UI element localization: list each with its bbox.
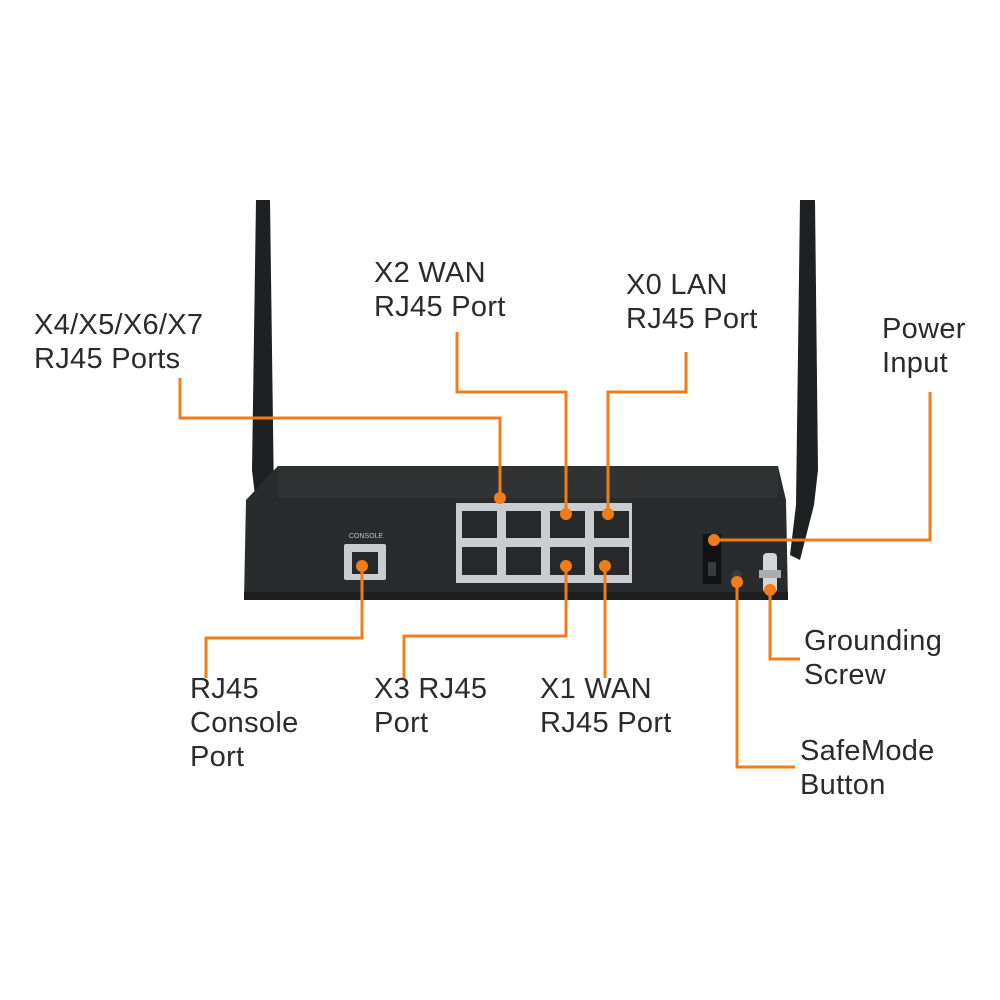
label-grounding-line1: Grounding bbox=[804, 625, 943, 657]
label-x0-lan-line2: RJ45 Port bbox=[626, 303, 758, 335]
label-console-line3: Port bbox=[190, 741, 245, 773]
label-x4-x7-line1: X4/X5/X6/X7 bbox=[34, 309, 204, 341]
leader-lines bbox=[178, 332, 932, 769]
port-x7 bbox=[462, 511, 497, 538]
left-antenna bbox=[252, 200, 282, 540]
label-power-line2: Input bbox=[882, 347, 948, 379]
label-x4-x7-ports: X4/X5/X6/X7 RJ45 Ports bbox=[34, 308, 203, 376]
leader-console bbox=[204, 566, 364, 678]
label-grounding-line2: Screw bbox=[804, 659, 887, 691]
dot-x2-wan bbox=[560, 508, 572, 520]
dot-x3 bbox=[560, 560, 572, 572]
leader-grounding bbox=[768, 590, 800, 661]
dot-x1-wan bbox=[599, 560, 611, 572]
label-x3-line2: Port bbox=[374, 707, 429, 739]
label-grounding-screw: Grounding Screw bbox=[804, 624, 942, 692]
grounding-screw-nut bbox=[759, 570, 781, 578]
leader-safemode bbox=[735, 582, 795, 769]
label-x1-wan: X1 WAN RJ45 Port bbox=[540, 672, 672, 740]
label-x1-wan-line1: X1 WAN bbox=[540, 673, 652, 705]
label-x2-wan: X2 WAN RJ45 Port bbox=[374, 256, 506, 324]
port-x1 bbox=[594, 547, 629, 575]
label-x1-wan-line2: RJ45 Port bbox=[540, 707, 672, 739]
leader-power bbox=[714, 392, 932, 542]
label-safemode-line2: Button bbox=[800, 769, 886, 801]
label-power-input: Power Input bbox=[882, 312, 966, 380]
leader-x4-x7 bbox=[178, 378, 502, 498]
label-x2-wan-line1: X2 WAN bbox=[374, 257, 486, 289]
dot-x4-x7 bbox=[494, 492, 506, 504]
right-antenna bbox=[790, 200, 818, 560]
port-x6 bbox=[462, 547, 497, 575]
label-x3-port: X3 RJ45 Port bbox=[374, 672, 487, 740]
dot-safemode bbox=[731, 576, 743, 588]
leader-x2-wan bbox=[455, 332, 568, 514]
dot-grounding bbox=[764, 584, 776, 596]
label-x3-line1: X3 RJ45 bbox=[374, 673, 488, 705]
label-console-line1: RJ45 bbox=[190, 673, 259, 705]
label-safemode-line1: SafeMode bbox=[800, 735, 935, 767]
device-top-edge bbox=[278, 466, 778, 498]
dot-power bbox=[708, 534, 720, 546]
leader-x3 bbox=[402, 566, 568, 678]
label-power-line1: Power bbox=[882, 313, 966, 345]
label-console-line2: Console bbox=[190, 707, 299, 739]
label-x2-wan-line2: RJ45 Port bbox=[374, 291, 506, 323]
power-jack-slot bbox=[708, 562, 716, 576]
label-x4-x7-line2: RJ45 Ports bbox=[34, 343, 181, 375]
port-x5 bbox=[506, 511, 541, 538]
label-x0-lan-line1: X0 LAN bbox=[626, 269, 728, 301]
port-x4 bbox=[506, 547, 541, 575]
power-jack bbox=[703, 534, 721, 584]
device-bottom-strip bbox=[244, 592, 788, 600]
dot-console bbox=[356, 560, 368, 572]
label-x0-lan: X0 LAN RJ45 Port bbox=[626, 268, 758, 336]
label-console-port: RJ45 Console Port bbox=[190, 672, 299, 774]
console-port-text: CONSOLE bbox=[349, 533, 384, 540]
dot-x0-lan bbox=[602, 508, 614, 520]
label-safemode-button: SafeMode Button bbox=[800, 734, 935, 802]
leader-dots bbox=[356, 492, 776, 596]
leader-x0-lan bbox=[606, 352, 688, 514]
